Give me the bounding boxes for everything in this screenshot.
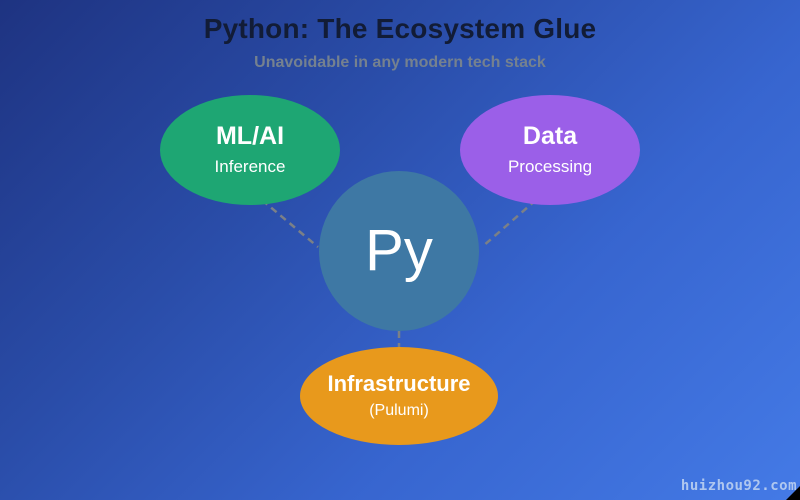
node-ml-ai-label: ML/AI	[215, 122, 285, 151]
node-python-center-label: Py	[365, 218, 433, 283]
page-title: Python: The Ecosystem Glue	[203, 13, 597, 44]
node-python-center: Py	[319, 171, 479, 331]
node-infrastructure-label: Infrastructure	[327, 371, 471, 397]
node-ml-ai-sublabel: Inference	[214, 156, 286, 176]
node-data-processing-label: Data	[522, 122, 578, 151]
node-data-processing: Data Processing	[460, 95, 640, 205]
connector-data-center	[481, 199, 537, 248]
page-subtitle: Unavoidable in any modern tech stack	[254, 54, 546, 71]
watermark: huizhou92.com	[680, 478, 797, 494]
node-infrastructure: Infrastructure (Pulumi)	[300, 347, 498, 445]
node-ml-ai: ML/AI Inference	[160, 95, 340, 205]
node-infrastructure-sublabel: (Pulumi)	[369, 401, 429, 419]
connector-mlai-center	[261, 199, 319, 248]
node-data-processing-sublabel: Processing	[507, 156, 593, 176]
